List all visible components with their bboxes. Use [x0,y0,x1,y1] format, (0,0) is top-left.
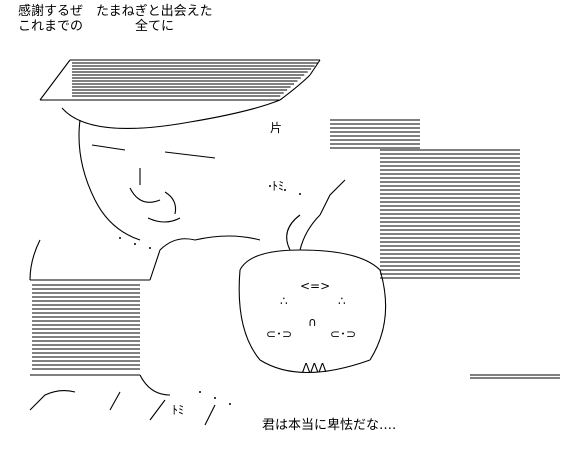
ascii-dot [214,397,216,399]
ascii-dot [119,237,121,239]
ascii-dot [199,391,201,393]
ascii-dots [119,185,301,405]
onion-face: <=> ∴ ∴ ∩ ⊂･⊃ ⊂･⊃ ΛΛΛ 片 ﾄﾐ ﾄﾐ [172,121,356,417]
man-body [29,235,261,426]
onion-eye-dots-right: ∴ [338,294,346,308]
onion-brow: <=> [300,279,330,293]
hat-hatching [72,62,318,97]
ascii-dot [229,403,231,405]
onion-left-eye: ⊂･⊃ [266,327,292,341]
ascii-dot [269,185,271,187]
ascii-dot [149,247,151,249]
caption-line-2: これまでの 全てに [18,19,175,34]
right-side-hatching [330,119,520,279]
sound-effect-2: ﾄﾐ [172,403,184,417]
onion-mouth: ∩ [308,315,317,329]
caption-top: 感謝するぜ たまねぎと出会えた これまでの 全てに [18,4,213,34]
ascii-dot [299,193,301,195]
chest-glyph: 片 [270,121,282,135]
hat-outline [39,59,321,129]
ascii-dot [134,243,136,245]
onion-right-eye: ⊂･⊃ [330,327,356,341]
onion-teeth: ΛΛΛ [302,361,327,375]
onion-character [238,179,387,373]
caption-line-1: 感謝するぜ たまねぎと出会えた [18,4,213,19]
sound-effect-1: ﾄﾐ [272,179,284,193]
man-face [78,119,216,241]
ascii-dot [284,189,286,191]
caption-bottom: 君は本当に卑怯だな‥‥ [262,418,397,433]
left-side-hatching [32,284,560,379]
onion-eye-dots-left: ∴ [280,294,288,308]
